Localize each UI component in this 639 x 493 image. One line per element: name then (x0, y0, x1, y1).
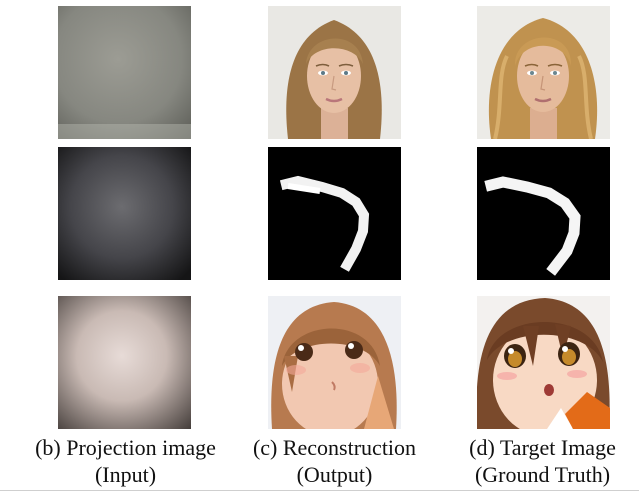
caption-target-subtitle: (Ground Truth) (474, 462, 611, 487)
caption-target: (d) Target Image (Ground Truth) (436, 434, 639, 488)
caption-projection-subtitle: (Input) (94, 462, 157, 487)
caption-projection-title: (b) Projection image (35, 435, 216, 460)
caption-reconstruction-subtitle: (Output) (296, 462, 373, 487)
caption-reconstruction-title: (c) Reconstruction (252, 435, 417, 460)
caption-reconstruction: (c) Reconstruction (Output) (228, 434, 441, 488)
bottom-divider (0, 490, 639, 491)
reconstruction-image-digit (268, 147, 401, 280)
projection-image-face (58, 6, 191, 139)
target-image-digit (477, 147, 610, 280)
projection-image-digit (58, 147, 191, 280)
target-image-anime (477, 296, 610, 429)
target-image-face (477, 6, 610, 139)
reconstruction-image-face (268, 6, 401, 139)
caption-projection: (b) Projection image (Input) (19, 434, 232, 488)
caption-target-title: (d) Target Image (469, 435, 616, 460)
reconstruction-image-anime (268, 296, 401, 429)
projection-image-anime (58, 296, 191, 429)
